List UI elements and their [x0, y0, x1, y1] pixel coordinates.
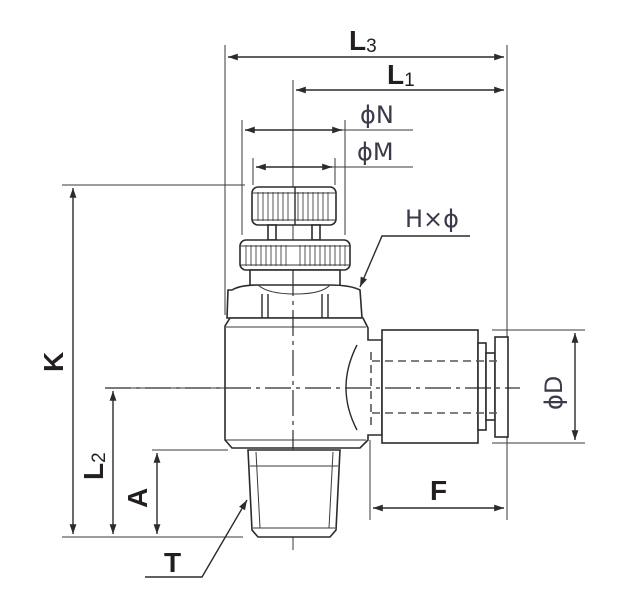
label-L2: L2 — [78, 452, 110, 480]
tube-connector — [381, 329, 479, 444]
label-T: T — [164, 547, 181, 578]
label-L3: L3 — [349, 25, 377, 57]
fitting-part — [105, 186, 520, 538]
threaded-stem — [247, 449, 341, 538]
elbow-body — [224, 317, 383, 449]
label-M: ϕM — [357, 138, 394, 166]
leader-H — [359, 235, 470, 288]
leader-T — [145, 499, 248, 578]
release-collar — [477, 342, 487, 431]
release-ring — [494, 336, 509, 438]
label-A: A — [122, 488, 153, 508]
label-N: ϕN — [360, 101, 394, 129]
label-K: K — [38, 352, 69, 372]
label-F: F — [430, 475, 447, 506]
dimension-lines — [69, 53, 579, 578]
dimension-labels: L3 L1 ϕN ϕM H×ϕ K L2 A T F ϕD — [38, 25, 568, 578]
label-L1: L1 — [387, 59, 415, 91]
hex-nut — [226, 284, 363, 319]
label-D: ϕD — [540, 376, 568, 410]
label-HxPhi: H×ϕ — [405, 205, 459, 233]
